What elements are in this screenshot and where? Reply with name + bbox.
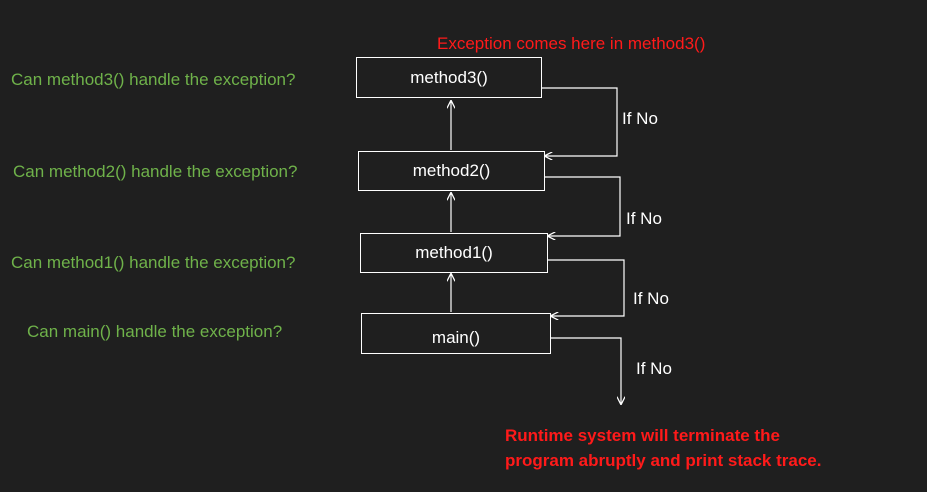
main-box-label: main() (431, 327, 481, 347)
main-box: main() (361, 313, 551, 354)
question-main: Can main() handle the exception? (27, 322, 283, 341)
method3-box: method3() (356, 57, 542, 98)
if-no-label-4: If No (636, 359, 672, 378)
method2-box: method2() (358, 151, 545, 191)
method3-box-label: method3() (410, 67, 488, 87)
if-no-label-1: If No (622, 109, 658, 128)
method1-box: method1() (360, 233, 548, 273)
question-method1: Can method1() handle the exception? (11, 253, 296, 272)
ifno-connector-method1-to-main (548, 259, 625, 316)
method2-box-label: method2() (412, 161, 491, 180)
method1-box-label: method1() (415, 243, 493, 262)
if-no-label-3: If No (633, 289, 669, 308)
termination-note: Runtime system will terminate the progra… (505, 423, 821, 473)
ifno-connector-main-to-terminate (551, 337, 621, 404)
ifno-connector-method3-to-method2 (542, 87, 618, 156)
ifno-connector-method2-to-method1 (545, 176, 621, 236)
termination-note-line-2: program abruptly and print stack trace. (505, 451, 822, 470)
termination-note-line-1: Runtime system will terminate the (505, 426, 780, 445)
question-method2: Can method2() handle the exception? (13, 162, 298, 181)
exception-origin-note: Exception comes here in method3() (437, 34, 706, 53)
question-method3: Can method3() handle the exception? (11, 70, 296, 89)
if-no-label-2: If No (626, 209, 662, 228)
